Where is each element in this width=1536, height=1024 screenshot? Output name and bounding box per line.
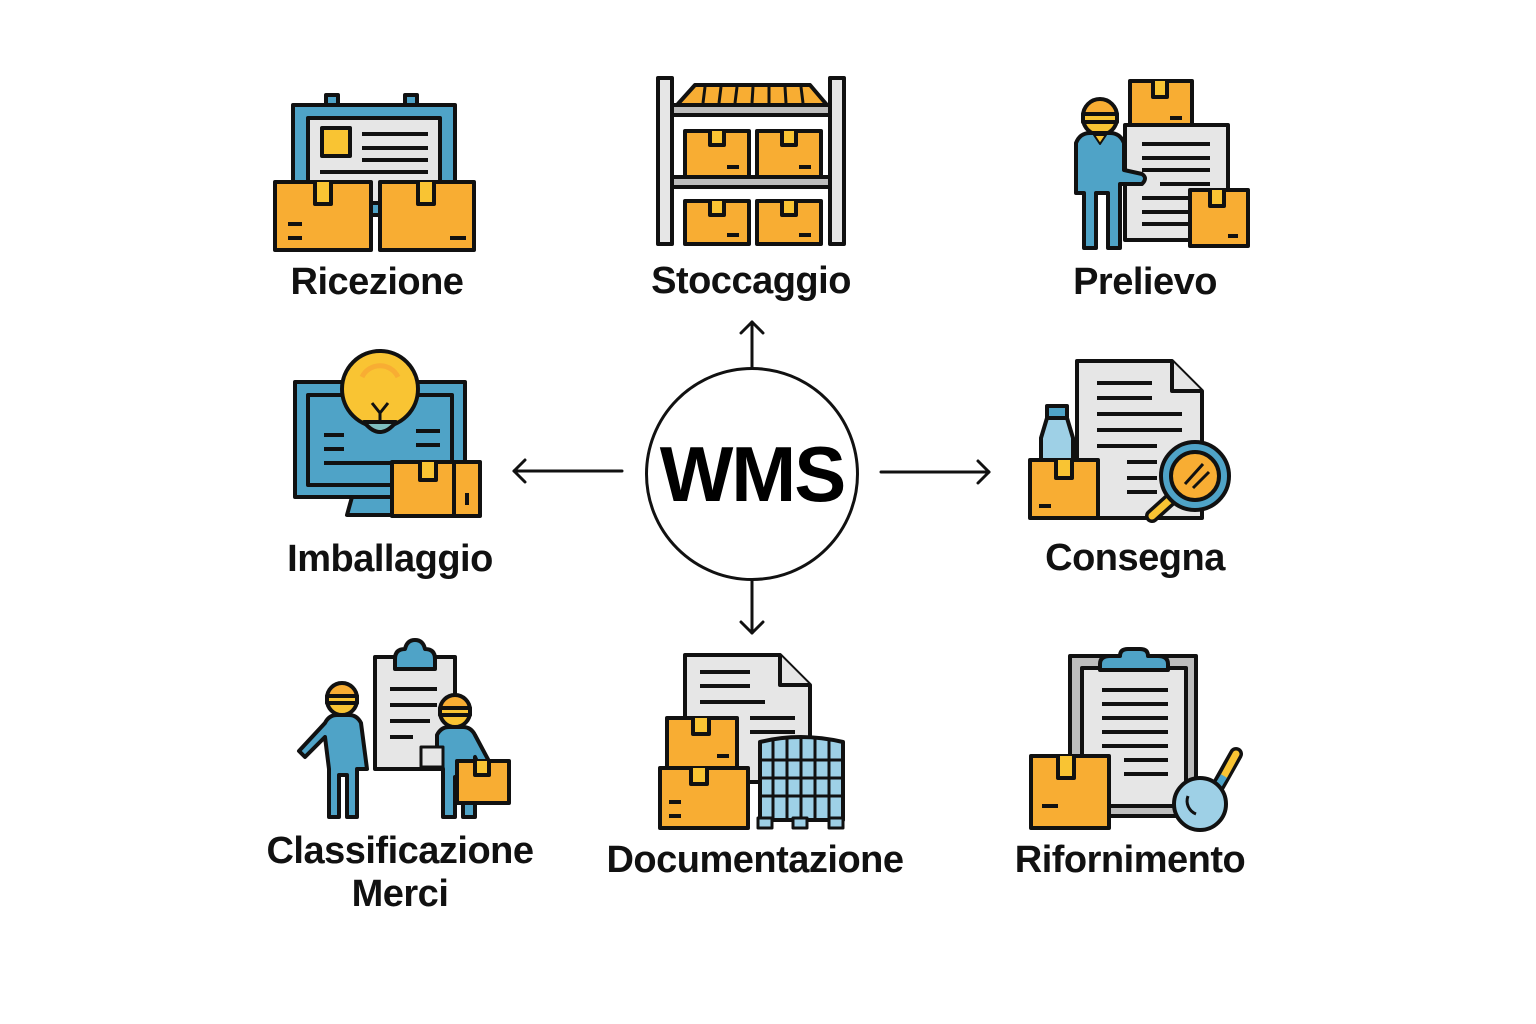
receiving-board-boxes-icon xyxy=(273,93,476,252)
node-label-stoccaggio: Stoccaggio xyxy=(651,260,851,302)
node-label-merci: Merci xyxy=(351,873,449,915)
packing-monitor-lightbulb-icon xyxy=(293,349,482,518)
wms-hub: WMS xyxy=(645,367,859,581)
node-label-prelievo: Prelievo xyxy=(1073,261,1217,303)
node-label-imballaggio: Imballaggio xyxy=(287,538,493,580)
replenishment-clipboard-magnifier-icon xyxy=(1029,647,1243,832)
wms-hub-label: WMS xyxy=(659,429,847,518)
node-label-rifornimento: Rifornimento xyxy=(1014,839,1246,881)
picking-worker-list-icon xyxy=(1074,79,1250,250)
classification-workers-clipboard-icon xyxy=(297,638,511,819)
arrow-down xyxy=(739,579,765,635)
arrow-up xyxy=(739,320,765,369)
arrow-left xyxy=(512,458,624,484)
storage-shelf-icon xyxy=(656,76,846,246)
delivery-document-magnifier-icon xyxy=(1028,359,1231,523)
node-label-ricezione: Ricezione xyxy=(290,261,464,303)
arrow-right xyxy=(879,459,991,485)
node-label-consegna: Consegna xyxy=(1045,537,1225,579)
documentation-boxes-cage-icon xyxy=(658,653,845,830)
node-label-documentazione: Documentazione xyxy=(606,839,904,881)
node-label-classificazione: Classificazione xyxy=(266,830,534,872)
